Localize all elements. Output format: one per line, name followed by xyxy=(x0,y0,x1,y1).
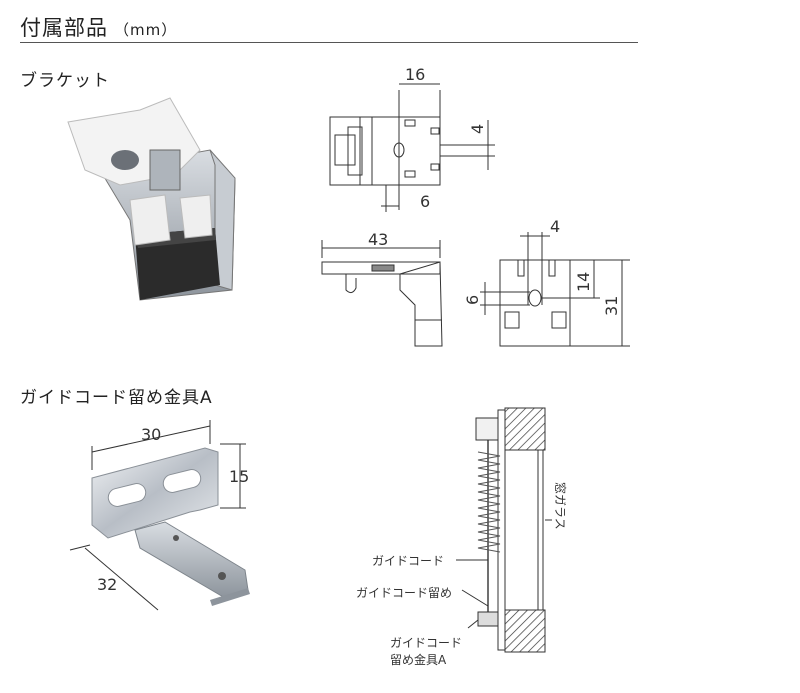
guide-cord-label: ガイドコード xyxy=(372,554,444,568)
dim-clip-width: 30 xyxy=(141,425,161,444)
bracket-front-view xyxy=(480,232,630,347)
guide-clip-label-line2: 留め金具A xyxy=(390,652,447,667)
dim-front-height-hole: 14 xyxy=(574,272,593,292)
dim-side-length: 43 xyxy=(368,230,388,249)
guide-clip-photo xyxy=(69,420,250,611)
dim-top-width: 16 xyxy=(405,65,425,84)
bracket-side-view xyxy=(321,240,443,347)
window-glass-label: 窓ガラス xyxy=(553,482,568,530)
dim-clip-height: 15 xyxy=(229,467,249,486)
installation-diagram xyxy=(456,407,552,653)
dim-top-hole-edge: 6 xyxy=(420,192,430,211)
dim-front-hole-edge: 6 xyxy=(463,295,482,305)
guide-clip-label-line1: ガイドコード xyxy=(390,636,462,650)
dim-front-total-height: 31 xyxy=(602,296,621,316)
guide-cord-stopper-label: ガイドコード留め xyxy=(356,586,452,600)
dim-top-hole-offset: 4 xyxy=(468,124,487,134)
dim-front-hole-width: 4 xyxy=(550,217,560,236)
page-title: 付属部品（mm） xyxy=(20,16,178,40)
dim-clip-length: 32 xyxy=(97,575,117,594)
bracket-top-view xyxy=(329,83,495,212)
guide-clip-heading: ガイドコード留め金具A xyxy=(20,388,213,408)
title-divider xyxy=(20,42,638,43)
unit-label: （mm） xyxy=(114,21,178,39)
bracket-heading: ブラケット xyxy=(20,71,110,91)
bracket-photo xyxy=(67,97,236,301)
